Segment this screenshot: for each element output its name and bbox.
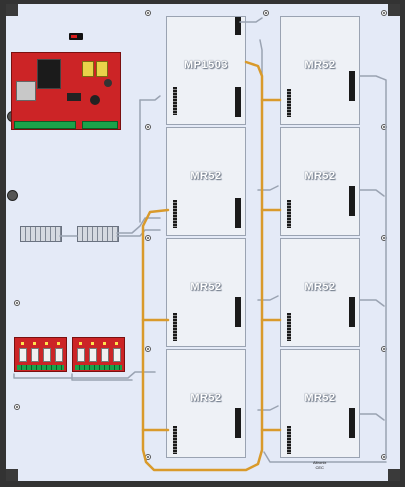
fuse [19, 348, 27, 362]
fuse [55, 348, 63, 362]
connector [349, 408, 355, 438]
corner-bracket [6, 4, 18, 16]
manufacturer-line: CEC [315, 465, 324, 470]
standoff [145, 124, 151, 130]
capacitor [104, 79, 112, 87]
power-supply-board [11, 52, 121, 130]
connector [349, 71, 355, 101]
connector [235, 87, 241, 117]
panel-label: MR52 [304, 281, 336, 293]
connector [287, 313, 291, 341]
cable-knockout [7, 190, 18, 201]
fuse [113, 348, 121, 362]
fuse [43, 348, 51, 362]
controller-panel-mr52: MR52 [166, 127, 246, 236]
fuse [31, 348, 39, 362]
relay [82, 61, 94, 77]
connector [287, 200, 291, 228]
transformer [37, 59, 61, 89]
panel-label: MR52 [304, 170, 336, 182]
controller-panel-mr52: MR52 [280, 349, 360, 458]
panel-label: MR52 [190, 170, 222, 182]
controller-panel-mr52: MR52 [166, 238, 246, 347]
controller-panel-mr52: MR52 [166, 349, 246, 458]
panel-label: MR52 [190, 392, 222, 404]
terminal-strip [82, 121, 118, 129]
connector [235, 17, 241, 35]
connector [349, 297, 355, 327]
standoff [263, 10, 269, 16]
standoff [14, 404, 20, 410]
relay [96, 61, 108, 77]
connector [235, 408, 241, 438]
panel-label: MR52 [304, 392, 336, 404]
heatsink [16, 81, 36, 101]
controller-panel-mr52: MR52 [280, 127, 360, 236]
standoff [381, 10, 387, 16]
connector [173, 87, 177, 115]
fuse [101, 348, 109, 362]
connector [173, 200, 177, 228]
connector [349, 186, 355, 216]
corner-bracket [6, 469, 18, 481]
standoff [14, 300, 20, 306]
standoff [145, 10, 151, 16]
terminal-strip [14, 121, 76, 129]
connector [287, 89, 291, 117]
terminal-block [77, 226, 119, 242]
terminal-block [20, 226, 62, 242]
power-switch[interactable] [69, 33, 83, 40]
panel-label: MR52 [190, 281, 222, 293]
connector [173, 313, 177, 341]
data-cables [13, 17, 387, 463]
panel-label: MP1503 [184, 59, 228, 71]
controller-panel-mr52: MR52 [280, 16, 360, 125]
connector [235, 198, 241, 228]
fuse [77, 348, 85, 362]
capacitor [90, 95, 100, 105]
manufacturer-label: Altronix CEC [313, 460, 326, 470]
power-cables [141, 60, 282, 472]
fuse-board [72, 337, 125, 372]
panel-label: MR52 [304, 59, 336, 71]
manufacturer-line: Altronix [313, 460, 327, 465]
connector [173, 426, 177, 454]
ic-chip [67, 93, 81, 101]
fuse-board [14, 337, 67, 372]
corner-bracket [388, 4, 400, 16]
controller-panel-mr52: MR52 [280, 238, 360, 347]
fuse [89, 348, 97, 362]
standoff [145, 346, 151, 352]
controller-panel-mp1503: MP1503 [166, 16, 246, 125]
standoff [145, 235, 151, 241]
connector [235, 297, 241, 327]
corner-bracket [388, 469, 400, 481]
connector [287, 426, 291, 454]
